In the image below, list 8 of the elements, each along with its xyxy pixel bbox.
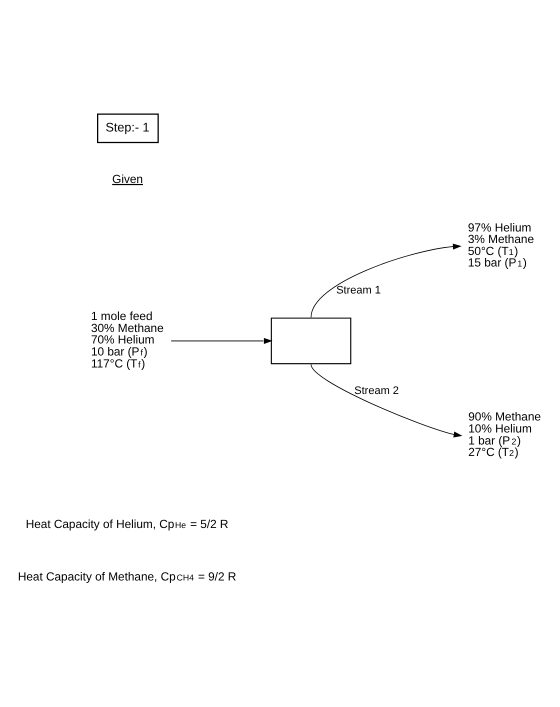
label: Given: [112, 172, 143, 186]
node-text: 90% Methane 10% Helium 1 bar (P2) 27°C (T2): [468, 410, 541, 460]
edge-label: Stream 2: [354, 385, 399, 398]
label: Heat Capacity of Methane, CpCH4 = 9/2 R: [18, 570, 236, 584]
node-text: 97% Helium 3% Methane 50°C (T1) 15 bar (P1): [468, 221, 534, 270]
node-text: 1 mole feed 30% Methane 70% Helium 10 bar (Pf) 117°C (Tf): [90, 310, 164, 370]
label: Heat Capacity of Helium, CpHe = 5/2 R: [26, 518, 228, 532]
edge-label: Stream 1: [336, 284, 381, 297]
